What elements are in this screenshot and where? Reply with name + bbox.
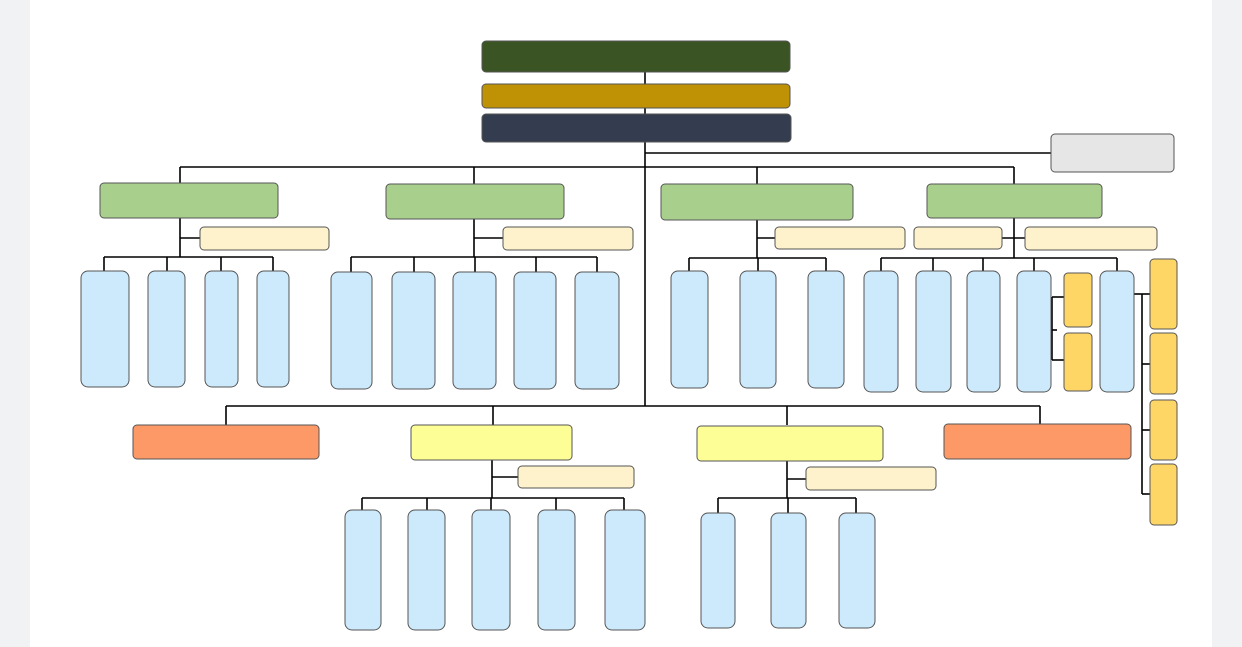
unit-box[interactable]	[471, 509, 511, 631]
unit-box[interactable]	[966, 270, 1001, 393]
sub-unit-box[interactable]	[1063, 332, 1093, 392]
unit-box[interactable]	[863, 270, 899, 393]
deputy-box[interactable]	[481, 83, 791, 109]
unit-box[interactable]	[147, 270, 186, 388]
org-chart	[80, 40, 1178, 631]
unit-box[interactable]	[700, 512, 736, 629]
unit-box[interactable]	[1099, 270, 1135, 393]
unit-box[interactable]	[1016, 270, 1052, 393]
unit-box[interactable]	[80, 270, 130, 388]
division-lead-box[interactable]	[1024, 226, 1158, 251]
unit-box[interactable]	[739, 270, 777, 389]
unit-box[interactable]	[391, 271, 436, 390]
division-lead-box[interactable]	[913, 226, 1003, 250]
unit-box[interactable]	[537, 509, 576, 631]
advisory-box[interactable]	[1050, 133, 1175, 173]
sub-unit-box[interactable]	[1149, 399, 1178, 461]
unit-box[interactable]	[838, 512, 876, 629]
service-box[interactable]	[943, 423, 1132, 460]
service-box[interactable]	[132, 424, 320, 460]
sub-unit-box[interactable]	[1063, 272, 1093, 328]
agency-lead-box[interactable]	[517, 465, 635, 489]
unit-box[interactable]	[204, 270, 239, 388]
agency-lead-box[interactable]	[805, 466, 937, 491]
unit-box[interactable]	[574, 271, 620, 390]
division-lead-box[interactable]	[199, 226, 330, 251]
unit-box[interactable]	[670, 270, 709, 389]
unit-box[interactable]	[256, 270, 290, 388]
sub-unit-box[interactable]	[1149, 463, 1178, 526]
division-box[interactable]	[660, 183, 854, 221]
agency-box[interactable]	[696, 425, 884, 462]
office-box[interactable]	[481, 113, 792, 143]
division-box[interactable]	[385, 183, 565, 220]
unit-box[interactable]	[407, 509, 446, 631]
unit-box[interactable]	[330, 271, 373, 390]
agency-box[interactable]	[410, 424, 573, 461]
unit-box[interactable]	[807, 270, 845, 389]
unit-box[interactable]	[915, 270, 952, 393]
sub-unit-box[interactable]	[1149, 258, 1178, 330]
unit-box[interactable]	[513, 271, 557, 390]
unit-box[interactable]	[604, 509, 646, 631]
diagram-canvas	[30, 0, 1212, 647]
division-box[interactable]	[99, 182, 279, 219]
unit-box[interactable]	[344, 509, 382, 631]
sub-unit-box[interactable]	[1149, 332, 1178, 395]
unit-box[interactable]	[770, 512, 807, 629]
division-box[interactable]	[926, 183, 1103, 219]
division-lead-box[interactable]	[774, 226, 906, 250]
unit-box[interactable]	[452, 271, 497, 390]
division-lead-box[interactable]	[502, 226, 634, 251]
executive-box[interactable]	[481, 40, 791, 73]
